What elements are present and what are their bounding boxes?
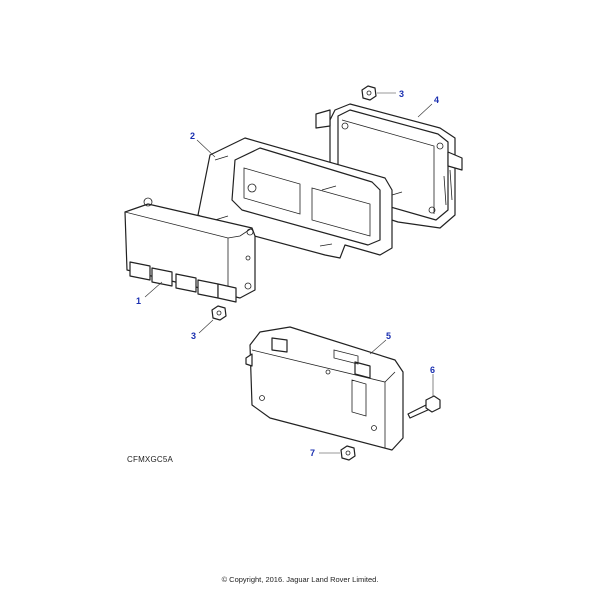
callout-3-mid: 3 <box>191 331 196 341</box>
part-5-control-unit <box>245 326 404 451</box>
callout-4: 4 <box>434 95 439 105</box>
callout-5: 5 <box>386 331 391 341</box>
part-7-nut <box>340 445 356 461</box>
part-3-nut-mid <box>211 305 227 321</box>
callout-3-top: 3 <box>399 89 404 99</box>
part-6-bolt <box>407 395 441 419</box>
part-1-module <box>124 197 256 303</box>
callout-7: 7 <box>310 448 315 458</box>
callout-6: 6 <box>430 365 435 375</box>
callout-1: 1 <box>136 296 141 306</box>
callout-2: 2 <box>190 131 195 141</box>
leader-lines <box>144 92 434 454</box>
reference-code: CFMXGC5A <box>127 455 174 464</box>
part-3-nut-top <box>361 85 377 101</box>
copyright-notice: © Copyright, 2016. Jaguar Land Rover Lim… <box>221 575 379 584</box>
